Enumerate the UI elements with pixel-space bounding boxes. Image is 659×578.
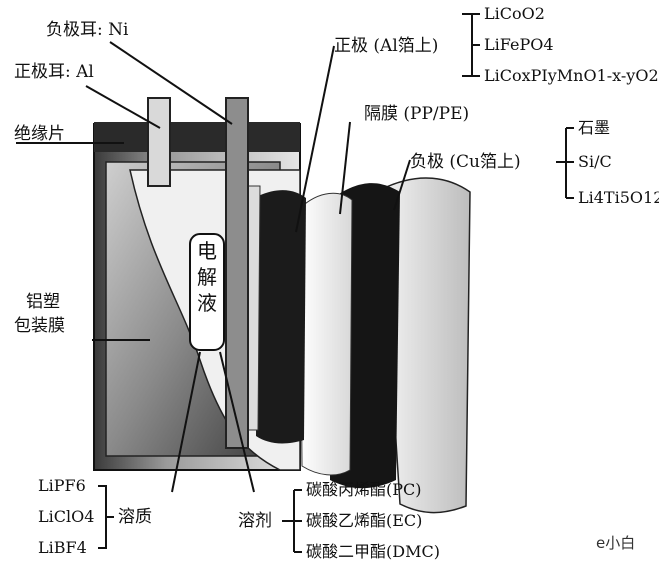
- cathode-material-0: LiCoO2: [484, 4, 545, 23]
- leader-lines: [16, 13, 574, 553]
- cathode-material-1: LiFePO4: [484, 35, 554, 54]
- insulator-label: 绝缘片: [14, 124, 65, 144]
- solvent-item-0: 碳酸丙烯酯(PC): [306, 480, 422, 499]
- watermark: e小白: [596, 534, 636, 552]
- pouch-label-line2: 包装膜: [14, 316, 65, 336]
- cathode-material-2: LiCoxPIyMnO1-x-yO2: [484, 66, 659, 85]
- negative-tab: [225, 97, 249, 449]
- electrolyte-label: 电解液: [197, 239, 217, 315]
- separator-label: 隔膜 (PP/PE): [364, 104, 470, 124]
- positive-tab-label: 正极耳: Al: [14, 62, 94, 82]
- solute-item-1: LiClO4: [38, 507, 95, 526]
- anode-material-2: Li4Ti5O12: [578, 188, 659, 207]
- anode-material-1: Si/C: [578, 152, 612, 171]
- separator-sheet: [299, 192, 353, 476]
- pouch-label-line1: 铝塑: [26, 292, 60, 312]
- solvent-item-1: 碳酸乙烯酯(EC): [306, 511, 423, 530]
- insulator-strip: [94, 122, 300, 152]
- solute-item-0: LiPF6: [38, 476, 86, 495]
- solute-item-2: LiBF4: [38, 538, 87, 557]
- cathode-sheet: [256, 190, 306, 444]
- solvent-label: 溶剂: [238, 511, 272, 531]
- negative-electrode-label: 负极 (Cu箔上): [410, 152, 521, 172]
- electrolyte-capsule: [189, 233, 225, 351]
- anode-material-0: 石墨: [578, 118, 611, 137]
- positive-tab: [147, 97, 171, 187]
- positive-electrode-label: 正极 (Al箔上): [334, 36, 439, 56]
- solute-label: 溶质: [118, 507, 152, 527]
- solvent-item-2: 碳酸二甲酯(DMC): [306, 542, 440, 561]
- negative-tab-label: 负极耳: Ni: [46, 20, 129, 40]
- back-sheet: [379, 177, 471, 514]
